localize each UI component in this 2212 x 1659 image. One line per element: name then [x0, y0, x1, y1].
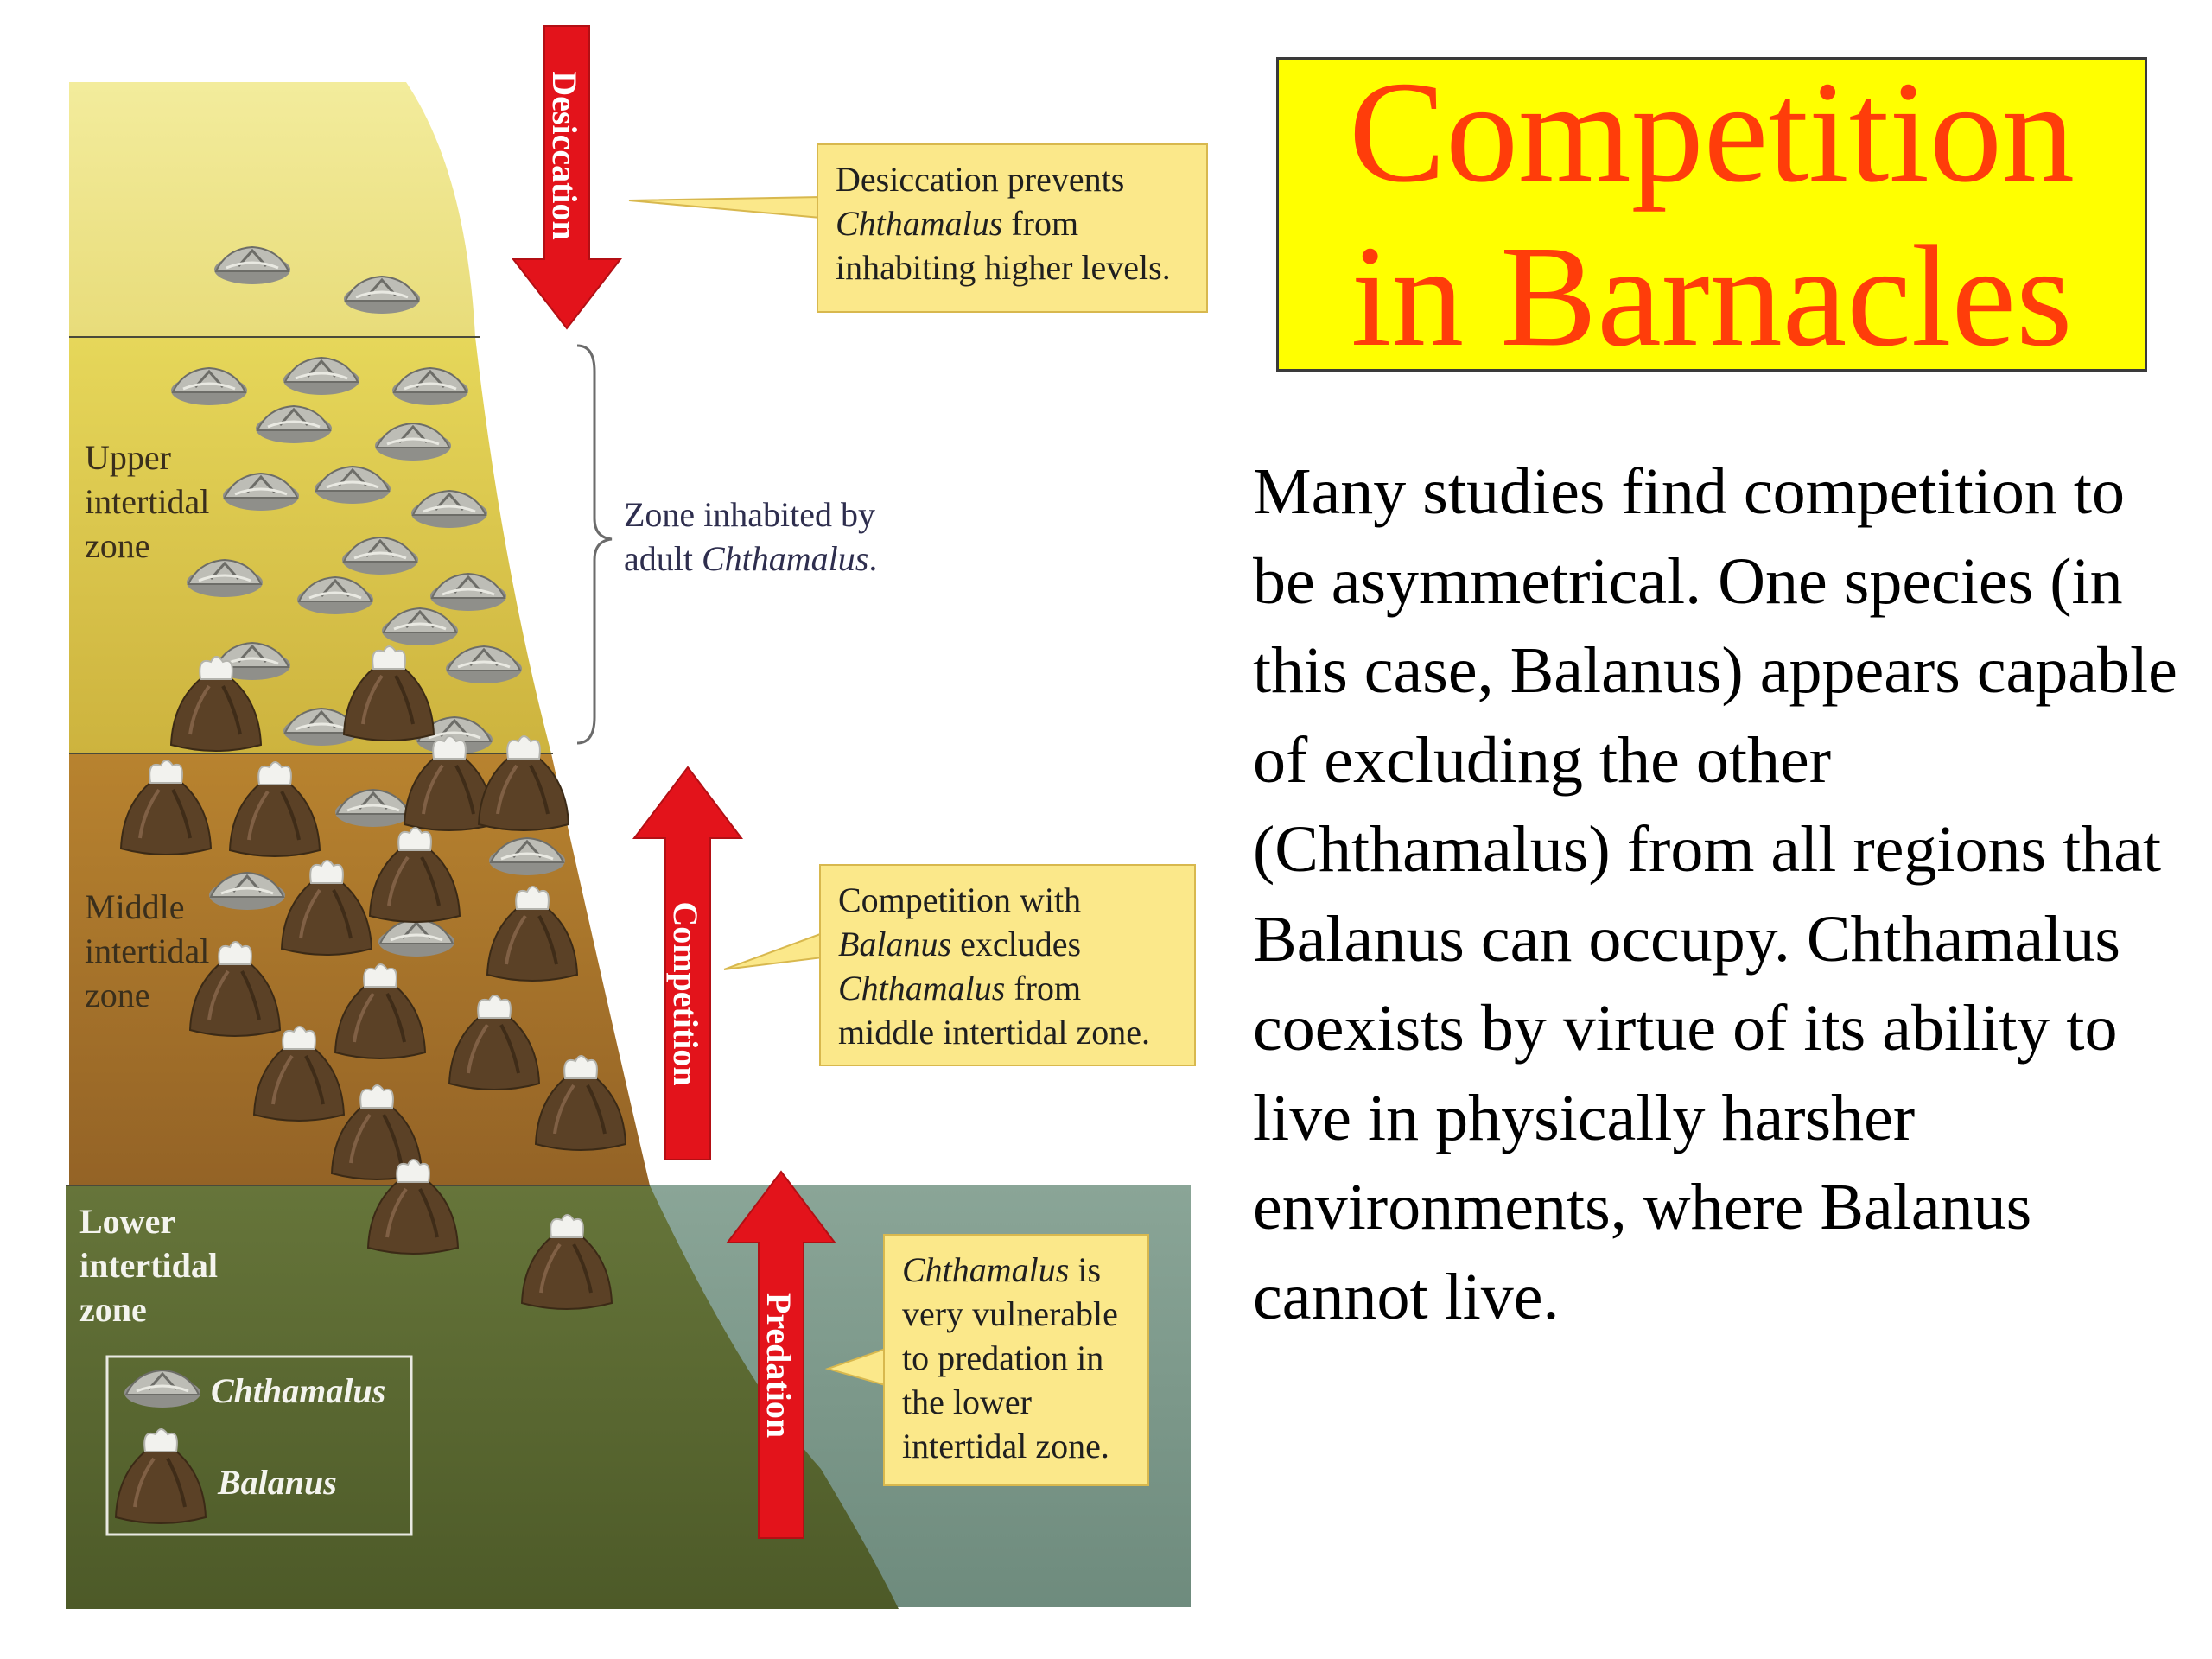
- desiccation-pointer: [628, 195, 822, 219]
- lower-zone-label: Lower intertidal zone: [79, 1202, 218, 1329]
- predation-callout: Chthamalus is very vulnerable to predati…: [883, 1234, 1149, 1486]
- inhabited-zone-label: Zone inhabited by adult Chthamalus.: [624, 495, 878, 578]
- predation-arrow: Predation: [725, 1170, 837, 1539]
- competition-pointer: [723, 931, 823, 970]
- zone-brace: [576, 344, 613, 745]
- legend-chthamalus-label: Chthamalus: [211, 1371, 386, 1410]
- spray-zone: [69, 82, 475, 337]
- title-box: Competition in Barnacles: [1276, 52, 2147, 377]
- predation-arrow-label: Predation: [760, 1293, 798, 1438]
- legend-balanus-label: Balanus: [218, 1463, 337, 1502]
- competition-callout: Competition with Balanus excludes Chtham…: [819, 864, 1196, 1066]
- desiccation-callout: Desiccation prevents Chthamalus from inh…: [817, 143, 1208, 313]
- upper-zone-label: Upper intertidal zone: [85, 438, 210, 565]
- lower-intertidal-zone: [66, 1185, 899, 1609]
- desiccation-arrow-label: Desiccation: [545, 71, 584, 240]
- page-title: Competition in Barnacles: [1349, 52, 2075, 377]
- competition-arrow: Competition: [632, 766, 744, 1160]
- middle-zone-label: Middle intertidal zone: [85, 887, 210, 1014]
- legend-box: [105, 1355, 413, 1536]
- body-text: Many studies find competition to be asym…: [1253, 455, 2177, 1333]
- intertidal-diagram: Desiccation Competition Predation: [66, 25, 1191, 1609]
- desiccation-arrow: Desiccation: [511, 25, 623, 330]
- competition-arrow-label: Competition: [666, 901, 705, 1085]
